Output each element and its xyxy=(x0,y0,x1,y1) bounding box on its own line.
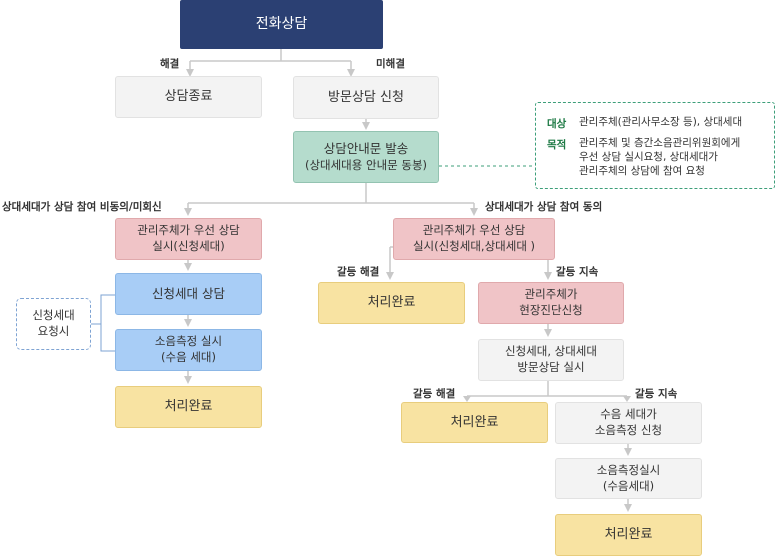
info-purpose-key: 목적 xyxy=(547,139,567,151)
right-done-2-label: 처리완료 xyxy=(450,414,499,430)
left-mgmt-line-1: 관리주체가 우선 상담 xyxy=(137,223,240,238)
right-field-diagnosis-node: 관리주체가 현장진단신청 xyxy=(478,282,624,324)
end-consult-label: 상담종료 xyxy=(164,89,213,105)
right-done-3-node: 처리완료 xyxy=(555,514,702,556)
left-mgmt-line-2: 실시(신청세대) xyxy=(152,239,225,253)
right-done-2-node: 처리완료 xyxy=(401,402,548,443)
arrow-to-done2 xyxy=(463,396,471,402)
notice-line-2: (상대세대용 안내문 동봉) xyxy=(304,157,428,172)
visit-request-label: 방문상담 신청 xyxy=(328,89,404,105)
right-done-3-label: 처리완료 xyxy=(604,527,653,543)
info-target-key: 대상 xyxy=(547,118,567,130)
notice-node: 상담안내문 발송 (상대세대용 안내문 동봉) xyxy=(293,131,439,183)
applicant-request-note: 신청세대 요청시 xyxy=(16,298,91,350)
right-measure-line-1: 소음측정실시 xyxy=(596,462,661,477)
left-applicant-label: 신청세대 상담 xyxy=(152,285,225,301)
right-visit-line-1: 신청세대, 상대세대 xyxy=(505,344,597,359)
label-refuse: 상대세대가 상담 참여 비동의/미회신 xyxy=(2,201,162,213)
left-done-node: 처리완료 xyxy=(115,386,262,428)
request-line-2: 요청시 xyxy=(37,324,70,338)
connector-request-bracket xyxy=(91,294,115,352)
right-visit-line-2: 방문상담 실시 xyxy=(517,360,585,374)
label-agree: 상대세대가 상담 참여 동의 xyxy=(485,201,603,213)
right-measure-request-node: 수음 세대가 소음측정 신청 xyxy=(555,402,702,444)
left-measure-line-2: (수음 세대) xyxy=(161,350,216,364)
right-mgmt-consult-node: 관리주체가 우선 상담 실시(신청세대,상대세대 ) xyxy=(393,218,555,260)
label-unresolved: 미해결 xyxy=(376,58,405,70)
visit-request-node: 방문상담 신청 xyxy=(293,76,439,119)
right-mgmt-line-2: 실시(신청세대,상대세대 ) xyxy=(412,239,536,253)
end-consult-node: 상담종료 xyxy=(115,76,262,118)
left-done-label: 처리완료 xyxy=(164,399,213,415)
notice-line-1: 상담안내문 발송 xyxy=(323,140,409,156)
right-field-line-1: 관리주체가 xyxy=(524,287,578,302)
info-purpose-line-2: 우선 상담 실시요청, 상대세대가 xyxy=(579,151,718,163)
right-measure-req-line-1: 수음 세대가 xyxy=(600,407,657,422)
right-visit-node: 신청세대, 상대세대 방문상담 실시 xyxy=(478,339,624,381)
info-target-value: 관리주체(관리사무소장 등), 상대세대 xyxy=(579,116,743,128)
info-purpose-line-1: 관리주체 및 층간소음관리위원회에게 xyxy=(579,137,741,149)
right-field-line-2: 현장진단신청 xyxy=(519,303,583,317)
right-measure-req-line-2: 소음측정 신청 xyxy=(594,423,663,437)
label-conflict-continue-1: 갈등 지속 xyxy=(556,266,599,278)
label-conflict-resolved-2: 갈등 해결 xyxy=(413,388,456,400)
right-measure-node: 소음측정실시 (수음세대) xyxy=(555,458,702,499)
info-box: 대상 관리주체(관리사무소장 등), 상대세대 목적 관리주체 및 층간소음관리… xyxy=(535,102,775,189)
phone-consult-label: 전화상담 xyxy=(255,16,308,33)
phone-consult-node: 전화상담 xyxy=(180,0,383,49)
label-conflict-continue-2: 갈등 지속 xyxy=(635,388,678,400)
request-line-1: 신청세대 xyxy=(32,308,75,323)
right-done-1-node: 처리완료 xyxy=(318,282,465,324)
info-purpose-line-3: 관리주체의 상담에 참여 요청 xyxy=(579,165,705,177)
arrow-to-measure-req xyxy=(623,396,631,402)
label-resolved: 해결 xyxy=(160,58,180,70)
right-done-1-label: 처리완료 xyxy=(367,295,416,311)
right-measure-line-2: (수음세대) xyxy=(602,478,655,493)
left-measure-line-1: 소음측정 실시 xyxy=(154,334,223,349)
left-mgmt-consult-node: 관리주체가 우선 상담 실시(신청세대) xyxy=(115,218,262,260)
left-applicant-consult-node: 신청세대 상담 xyxy=(115,273,262,315)
right-mgmt-line-1: 관리주체가 우선 상담 xyxy=(422,223,526,238)
label-conflict-resolved-1: 갈등 해결 xyxy=(337,266,380,278)
left-measure-node: 소음측정 실시 (수음 세대) xyxy=(115,329,262,371)
